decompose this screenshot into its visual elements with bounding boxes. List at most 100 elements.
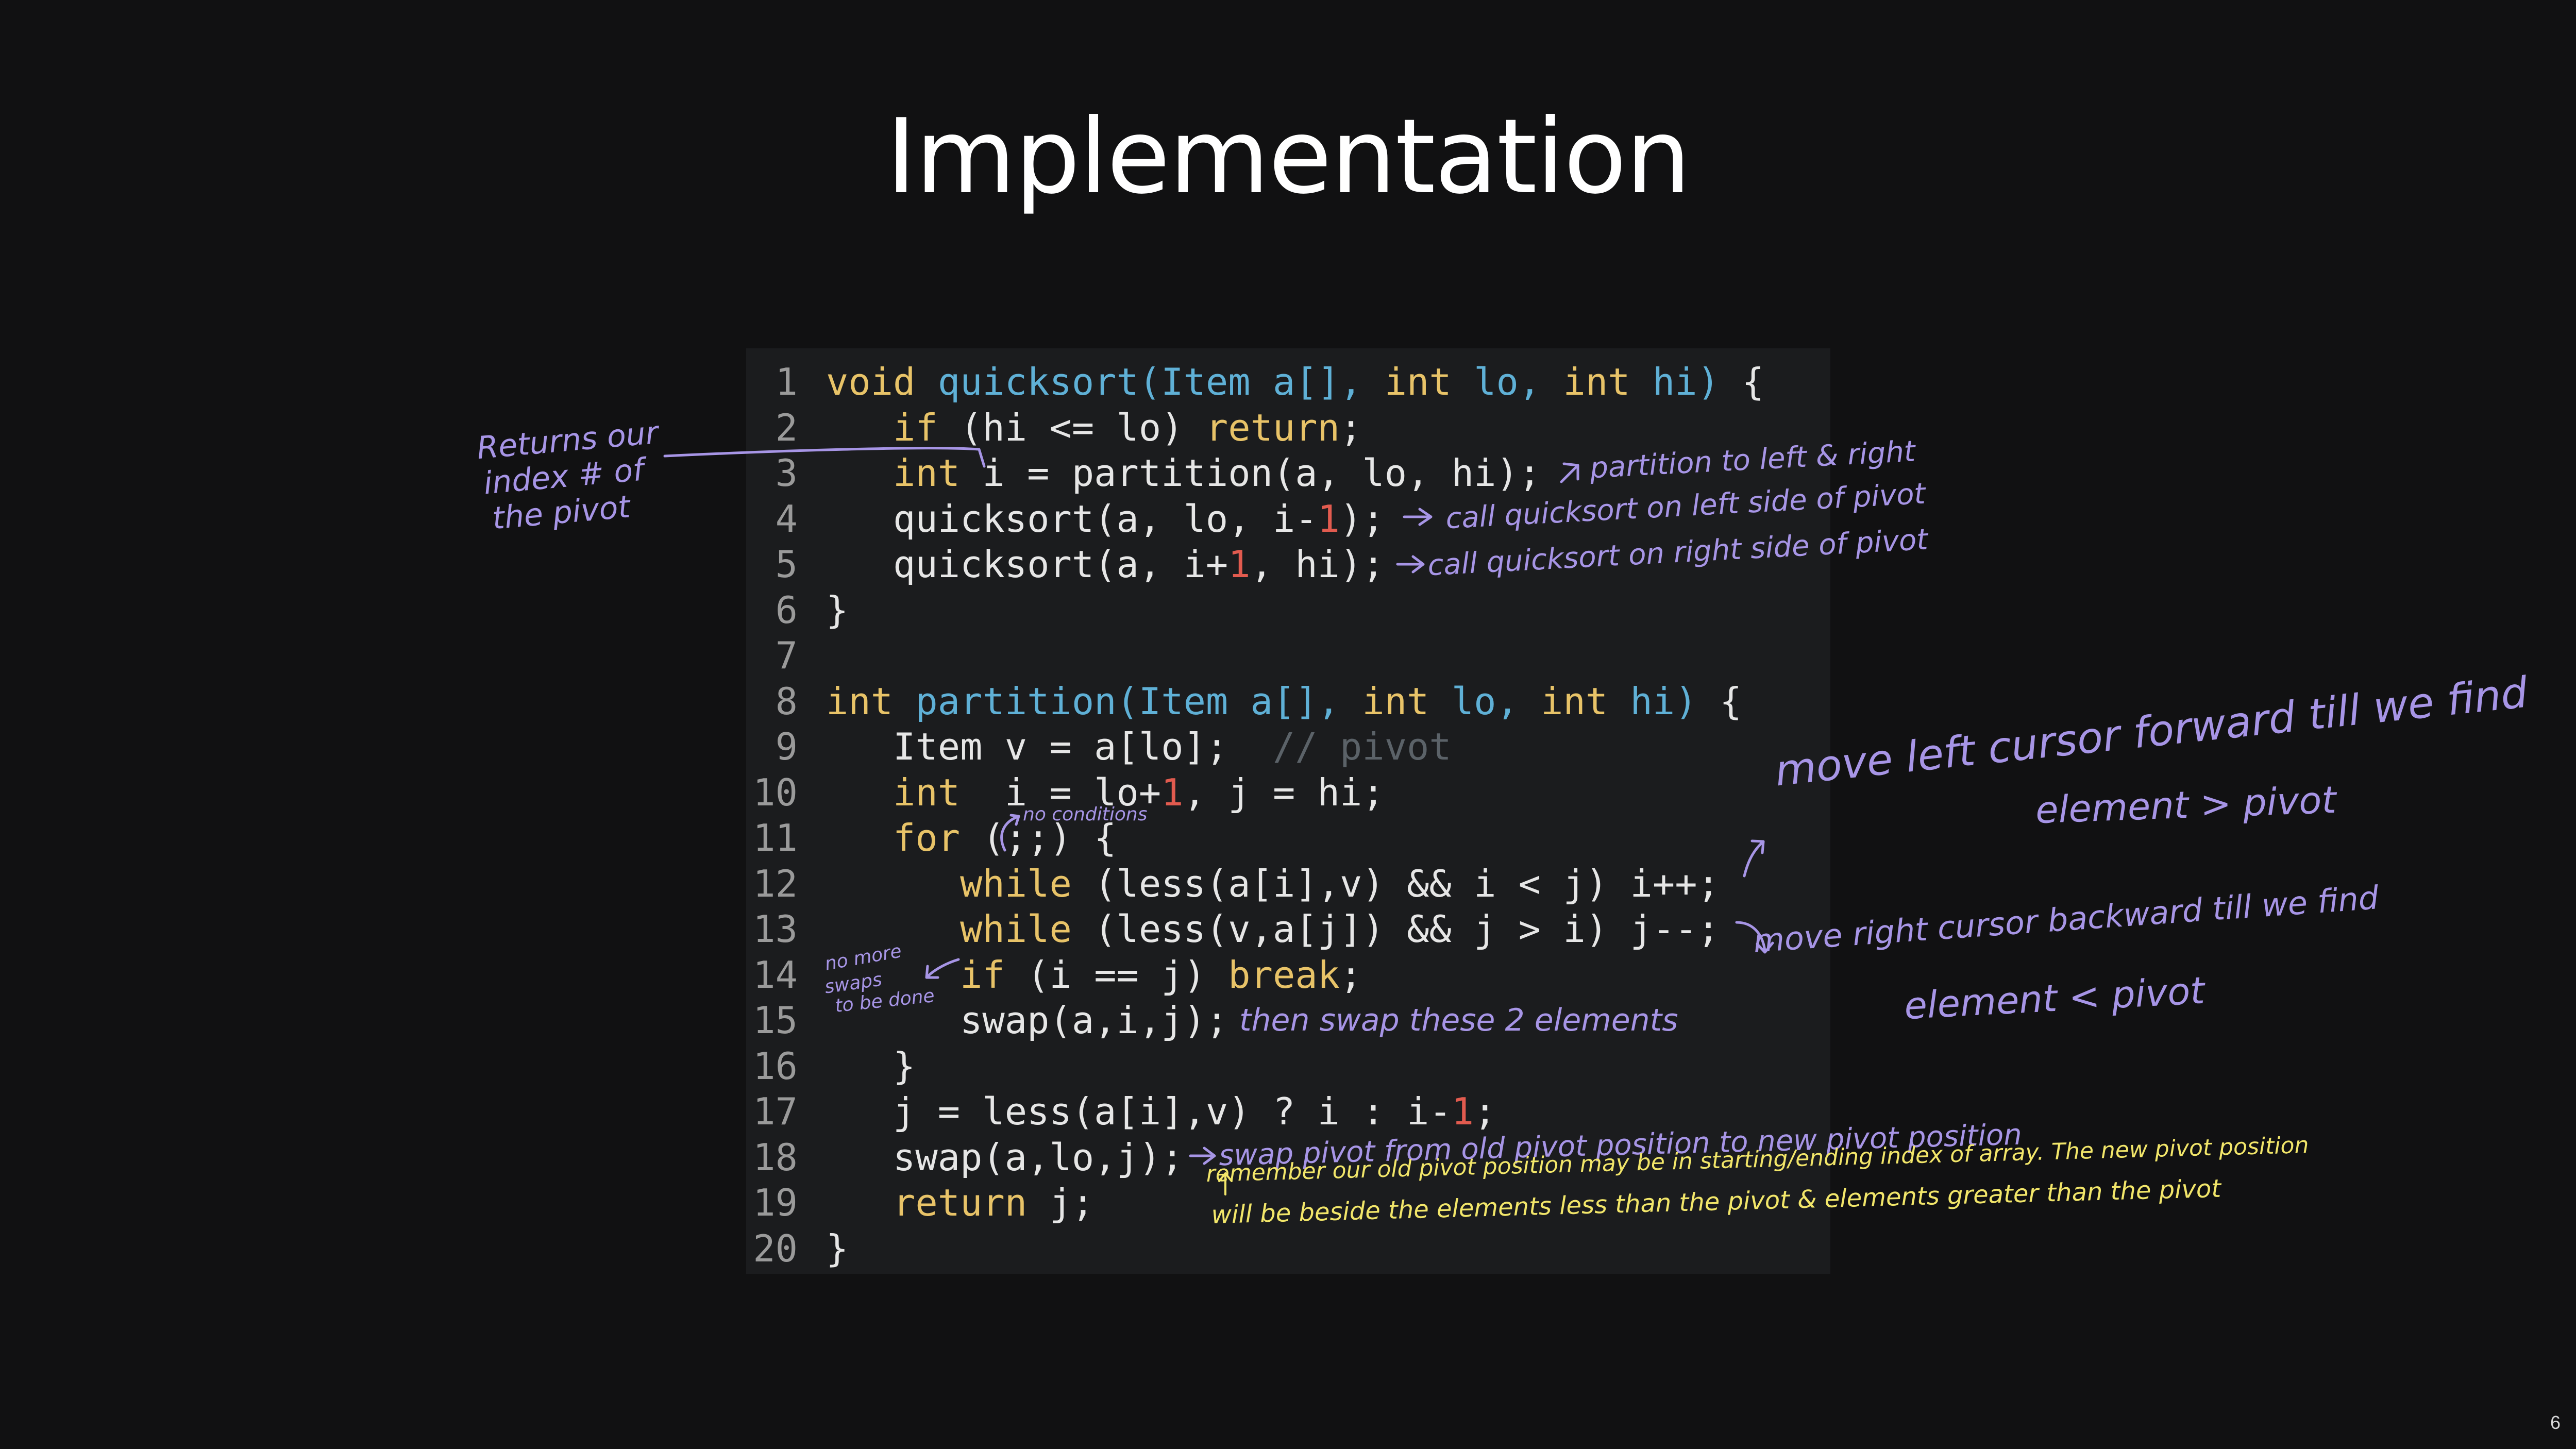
code-token: i = lo+ [960, 770, 1161, 814]
code-token: } [826, 1226, 849, 1270]
code-line: 8 int partition(Item a[], int lo, int hi)… [746, 679, 1830, 724]
line-number: 16 [753, 1044, 798, 1088]
code-line: 13 while (less(v,a[j]) && j > i) j--; [746, 906, 1830, 952]
code-token: swap(a,lo,j); [826, 1135, 1184, 1179]
code-token: if [893, 406, 938, 449]
line-number: 19 [753, 1181, 798, 1224]
code-line: 10 int i = lo+1, j = hi; [746, 770, 1830, 815]
code-text: if (hi <= lo) return; [826, 405, 1362, 450]
code-token: swap(a,i,j); [826, 999, 1228, 1042]
code-line: 19 return j; [746, 1180, 1830, 1225]
line-number: 18 [753, 1135, 798, 1179]
code-text: while (less(v,a[j]) && j > i) j--; [826, 906, 1720, 952]
code-line: 12 while (less(a[i],v) && i < j) i++; [746, 861, 1830, 906]
code-token: 1 [1161, 770, 1184, 814]
code-token: int [826, 679, 894, 723]
code-token: quicksort(Item a[], [937, 360, 1385, 403]
code-token: (less(v,a[j]) && j > i) j--; [1071, 907, 1720, 951]
code-token: ; [1474, 1090, 1496, 1133]
code-token [826, 1181, 893, 1224]
code-line: 14 if (i == j) break; [746, 952, 1830, 998]
code-token: (less(a[i],v) && i < j) i++; [1071, 862, 1720, 905]
code-token: , j = hi; [1183, 770, 1385, 814]
line-number: 11 [753, 816, 798, 860]
page-number: 6 [2550, 1412, 2561, 1433]
code-token: Item v = a[lo]; [826, 725, 1273, 768]
code-text: if (i == j) break; [826, 952, 1362, 998]
code-text: quicksort(a, lo, i-1); [826, 496, 1385, 542]
code-token: } [826, 1044, 916, 1088]
code-token: (i == j) [1004, 953, 1228, 997]
code-text: j = less(a[i],v) ? i : i-1; [826, 1089, 1496, 1134]
line-number: 3 [775, 451, 798, 495]
code-token: 1 [1317, 497, 1340, 541]
code-token: ; [1340, 953, 1362, 997]
code-token [826, 451, 893, 495]
code-token: j; [1027, 1181, 1095, 1224]
code-token: void [826, 360, 916, 403]
code-token: { [1697, 679, 1742, 723]
code-token: int [1541, 679, 1608, 723]
code-token: { [1719, 360, 1764, 403]
code-token: j = less(a[i],v) ? i : i- [826, 1090, 1452, 1133]
annotation-move-left-2: element > pivot [2034, 778, 2337, 832]
slide-title: Implementation [886, 97, 1691, 217]
code-token: lo, [1429, 679, 1541, 723]
code-text: } [826, 1043, 915, 1089]
code-token: // pivot [1272, 725, 1452, 768]
code-text: void quicksort(Item a[], int lo, int hi)… [826, 359, 1764, 405]
annotation-move-left-1: move left cursor forward till we find [1773, 668, 2530, 796]
line-number: 2 [775, 406, 798, 449]
line-number: 7 [775, 634, 798, 677]
code-token [826, 816, 893, 860]
code-token: hi) [1630, 360, 1720, 403]
code-text: Item v = a[lo]; // pivot [826, 724, 1452, 769]
code-token: ); [1340, 497, 1385, 541]
line-number: 9 [775, 725, 798, 768]
code-token: partition(Item a[], [915, 679, 1362, 723]
code-token: 1 [1451, 1090, 1474, 1133]
code-line: 20} [746, 1226, 1830, 1271]
code-token [826, 862, 960, 905]
code-token: int [893, 451, 961, 495]
code-line: 15 swap(a,i,j); [746, 998, 1830, 1043]
code-token: i = partition(a, lo, hi); [960, 451, 1541, 495]
code-line: 16 } [746, 1043, 1830, 1089]
code-text: int i = lo+1, j = hi; [826, 770, 1385, 815]
code-token: (hi <= lo) [937, 406, 1206, 449]
code-line: 7 [746, 633, 1830, 678]
code-text: swap(a,i,j); [826, 998, 1228, 1043]
code-text: quicksort(a, i+1, hi); [826, 542, 1385, 587]
code-token [893, 680, 915, 723]
code-token: for [893, 816, 961, 860]
code-token: while [960, 862, 1072, 905]
code-token: (;;) { [960, 816, 1117, 860]
code-text: return j; [826, 1180, 1094, 1225]
code-token: return [1205, 406, 1340, 449]
code-text: swap(a,lo,j); [826, 1135, 1184, 1180]
code-token [826, 771, 893, 814]
code-line: 11 for (;;) { [746, 815, 1830, 861]
code-token: quicksort(a, lo, i- [826, 497, 1318, 541]
code-line: 18 swap(a,lo,j); [746, 1135, 1830, 1180]
code-line: 17 j = less(a[i],v) ? i : i-1; [746, 1089, 1830, 1134]
code-token: ; [1340, 406, 1362, 449]
code-block: 1 void quicksort(Item a[], int lo, int hi… [746, 348, 1830, 1274]
annotation-move-right-2: element < pivot [1903, 968, 2206, 1028]
line-number: 15 [753, 999, 798, 1042]
code-text: while (less(a[i],v) && i < j) i++; [826, 861, 1720, 906]
line-number: 14 [753, 953, 798, 997]
line-number: 17 [753, 1090, 798, 1133]
code-text: for (;;) { [826, 815, 1117, 861]
line-number: 8 [775, 679, 798, 723]
line-number: 12 [753, 862, 798, 905]
code-token: break [1228, 953, 1340, 997]
code-token: while [960, 907, 1072, 951]
line-number: 4 [775, 497, 798, 541]
code-token [915, 360, 937, 403]
code-token: hi) [1608, 679, 1697, 723]
code-token: int [1563, 360, 1630, 403]
code-token: int [1362, 679, 1429, 723]
